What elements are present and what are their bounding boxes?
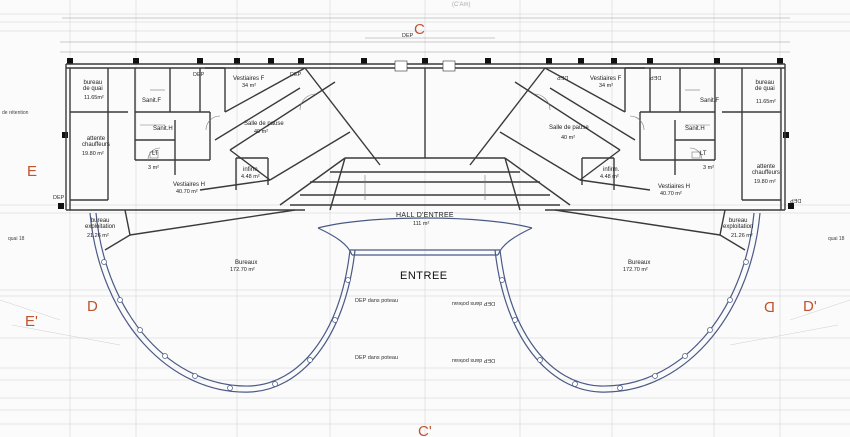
right-salle-pause: Salle de pause xyxy=(549,125,589,131)
right-infirm-area: 4.48 m² xyxy=(600,174,619,180)
left-bureau-exploitation: bureau exploitation xyxy=(85,218,116,231)
dep-pole-2-mirror: DEP dans poteau xyxy=(452,356,496,363)
left-bureau-exploitation-area: 21.26 m² xyxy=(87,233,109,239)
quai-note-right: quai 18 xyxy=(828,236,845,242)
top-wall-openings xyxy=(394,60,456,72)
left-salle-pause-area: 40 m² xyxy=(254,129,269,135)
dep-pole-2: DEP dans poteau xyxy=(355,355,399,361)
dep-top-label: DEP xyxy=(402,33,414,39)
grid-axis-note: (C'Am) xyxy=(452,2,471,8)
left-attente-area: 19.80 m² xyxy=(82,151,104,157)
right-bureau-quai: bureau de quai xyxy=(755,80,775,93)
left-bureaux: Bureaux xyxy=(235,260,258,266)
right-dep-a: DEP xyxy=(557,73,569,80)
grid-axis-e: E xyxy=(27,163,38,180)
left-bureaux-area: 172.70 m² xyxy=(230,267,255,273)
grid-axis-c-prime: C' xyxy=(418,423,432,437)
right-wc-area: 3 m² xyxy=(703,165,714,171)
right-bureaux-area: 172.70 m² xyxy=(623,267,648,273)
right-vestiaires-f: Vestiaires F xyxy=(590,76,622,82)
right-sanit-f: Sanit.F xyxy=(700,98,720,104)
right-vestiaires-h: Vestiaires H xyxy=(658,184,691,190)
left-dep-a: DEP xyxy=(193,72,205,78)
grid-axis-e-prime: E' xyxy=(25,313,38,330)
left-attente: attente chauffeurs xyxy=(82,136,110,149)
structural-columns xyxy=(58,58,794,209)
retention-note: de rétention xyxy=(2,110,29,116)
left-vestiaires-f: Vestiaires F xyxy=(233,76,265,82)
left-vestiaires-h: Vestiaires H xyxy=(173,182,206,188)
right-vestiaires-h-area: 40.70 m² xyxy=(660,191,682,197)
grid-axis-d-left: D xyxy=(87,298,98,315)
right-sanit-h: Sanit.H xyxy=(685,126,705,132)
right-bureau-exploitation: bureau exploitation xyxy=(723,218,754,231)
right-infirm: infirm. xyxy=(603,167,620,173)
left-dep-b: DEP xyxy=(290,72,302,78)
dep-pole-1-mirror: DEP dans poteau xyxy=(452,299,496,306)
right-attente: attente chauffeurs xyxy=(752,164,780,177)
left-infirm: infirm. xyxy=(243,167,260,173)
right-vestiaires-f-area: 34 m² xyxy=(599,83,614,89)
left-vestiaires-h-area: 40.70 m² xyxy=(176,189,198,195)
dep-pole-1: DEP dans poteau xyxy=(355,298,399,304)
right-bureau-exploitation-area: 21.26 m² xyxy=(731,233,753,239)
right-lt: LT xyxy=(700,151,707,157)
right-salle-pause-area: 40 m² xyxy=(561,135,576,141)
hall-area: 111 m² xyxy=(413,221,430,227)
left-sanit-h: Sanit.H xyxy=(153,126,173,132)
left-bureau-quai: bureau de quai xyxy=(83,80,103,93)
entree-label: ENTREE xyxy=(400,270,448,282)
left-dep-c: DEP xyxy=(53,195,65,201)
right-attente-area: 19.80 m² xyxy=(754,179,776,185)
grid-axis-d-right: D xyxy=(764,298,775,315)
right-dep-b: DEP xyxy=(650,73,662,80)
left-sanit-f: Sanit.F xyxy=(142,98,162,104)
right-dep-c: DEP xyxy=(790,196,802,203)
right-bureau-quai-area: 11.65m² xyxy=(756,99,776,105)
hall-label: HALL D'ENTREE xyxy=(396,212,454,219)
grid-axis-d-prime: D' xyxy=(803,298,817,315)
left-salle-pause: Salle de pause xyxy=(244,121,284,127)
left-lt: LT xyxy=(152,151,159,157)
left-wc-area: 3 m² xyxy=(148,165,159,171)
right-bureaux: Bureaux xyxy=(628,260,651,266)
left-bureau-quai-area: 11.65m² xyxy=(84,95,104,101)
interior-details xyxy=(140,89,710,200)
facade-mullions xyxy=(101,259,749,391)
quai-note-left: quai 18 xyxy=(8,236,25,242)
left-infirm-area: 4.48 m² xyxy=(241,174,260,180)
grid-axis-c: C xyxy=(414,21,425,38)
dimension-lines xyxy=(60,17,790,53)
left-vestiaires-f-area: 34 m² xyxy=(242,83,257,89)
facade-curves xyxy=(89,212,761,393)
